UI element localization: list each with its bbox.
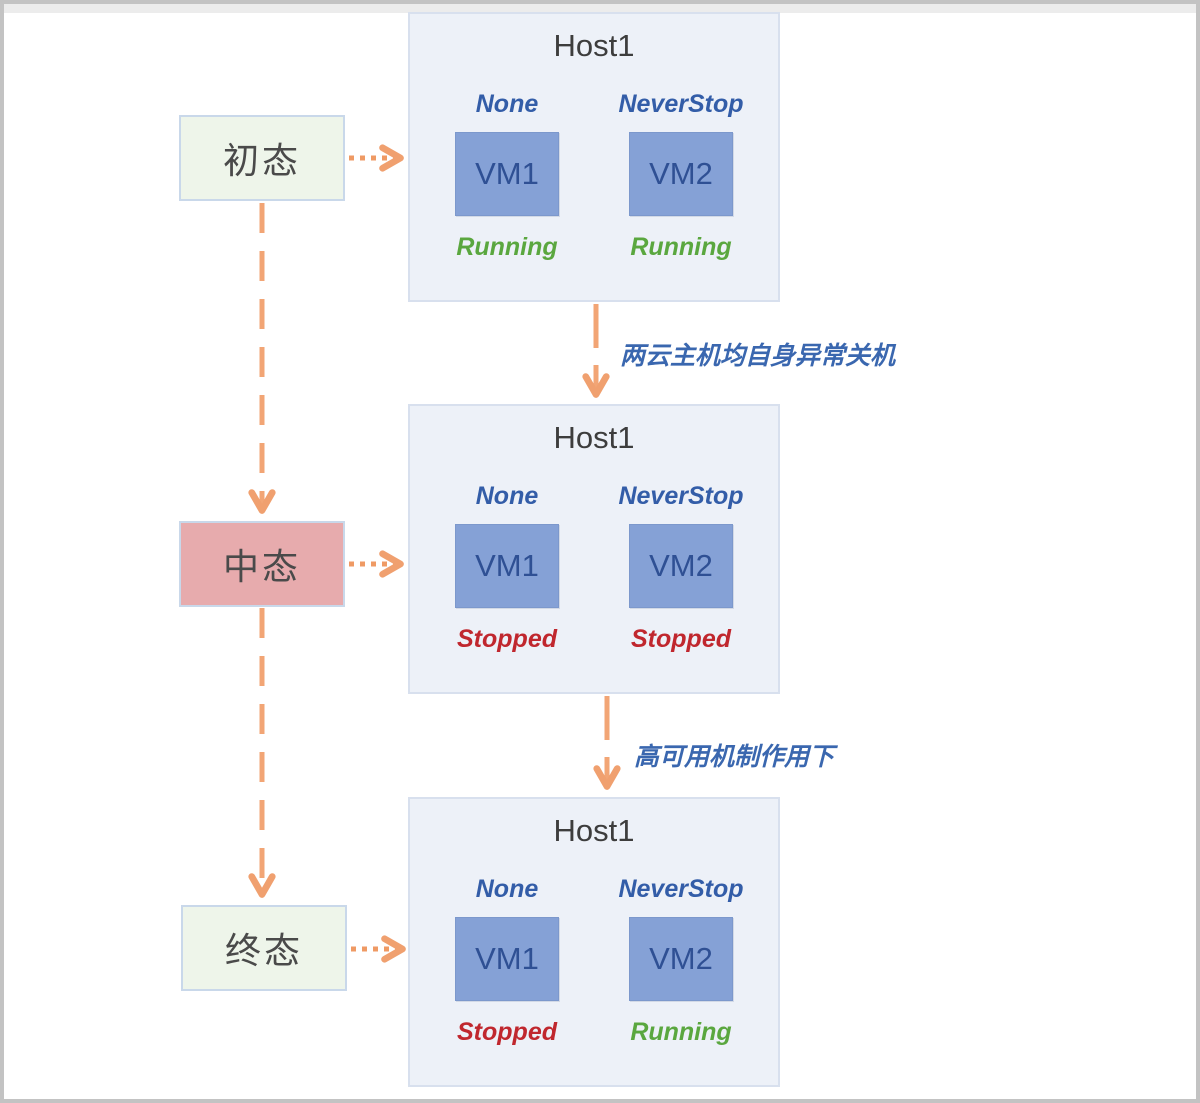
vm1-status: Stopped [457,1018,557,1046]
vm1-name: VM1 [475,548,539,583]
vm1-status: Stopped [457,625,557,653]
vm1-status: Running [456,233,558,261]
vm2-box: VM2 [629,917,733,1001]
vm2-policy-label: NeverStop [618,482,744,510]
host-panel-initial: Host1 None VM1 Running NeverStop VM2 Run… [408,12,780,302]
vm2-name: VM2 [649,548,713,583]
vm1-box: VM1 [455,132,559,216]
state-box-final: 终态 [181,905,347,991]
host-panel-final: Host1 None VM1 Stopped NeverStop VM2 Run… [408,797,780,1087]
vm1-box: VM1 [455,917,559,1001]
vm2-column: NeverStop VM2 Stopped [611,482,751,654]
state-label-middle: 中态 [222,546,301,587]
window-top-strip [4,4,1196,13]
vm1-policy-label: None [475,90,539,118]
vm2-policy-label: NeverStop [618,90,744,118]
vm2-column: NeverStop VM2 Running [611,90,751,262]
vm2-box: VM2 [629,524,733,608]
vm-row: None VM1 Stopped NeverStop VM2 Stopped [410,482,778,654]
vm2-name: VM2 [649,941,713,976]
vm2-column: NeverStop VM2 Running [611,875,751,1047]
vm1-name: VM1 [475,156,539,191]
transition-label-ha: 高可用机制作用下 [634,743,835,771]
host-title: Host1 [553,813,635,848]
vm1-column: None VM1 Stopped [437,482,577,654]
state-box-middle: 中态 [179,521,345,607]
vm2-name: VM2 [649,156,713,191]
vm2-status: Running [630,233,732,261]
vm2-box: VM2 [629,132,733,216]
vm-row: None VM1 Stopped NeverStop VM2 Running [410,875,778,1047]
state-label-final: 终态 [224,930,303,971]
host-title: Host1 [553,420,635,455]
transition-label-shutdown: 两云主机均自身异常关机 [620,342,896,370]
state-box-initial: 初态 [179,115,345,201]
host-title: Host1 [553,28,635,63]
vm2-status: Running [630,1018,732,1046]
vm1-column: None VM1 Running [437,90,577,262]
vm1-box: VM1 [455,524,559,608]
vm2-policy-label: NeverStop [618,875,744,903]
vm1-column: None VM1 Stopped [437,875,577,1047]
vm1-policy-label: None [475,875,539,903]
vm2-status: Stopped [631,625,731,653]
state-label-initial: 初态 [222,140,301,181]
vm1-name: VM1 [475,941,539,976]
host-panel-middle: Host1 None VM1 Stopped NeverStop VM2 Sto… [408,404,780,694]
vm1-policy-label: None [475,482,539,510]
vm-row: None VM1 Running NeverStop VM2 Running [410,90,778,262]
